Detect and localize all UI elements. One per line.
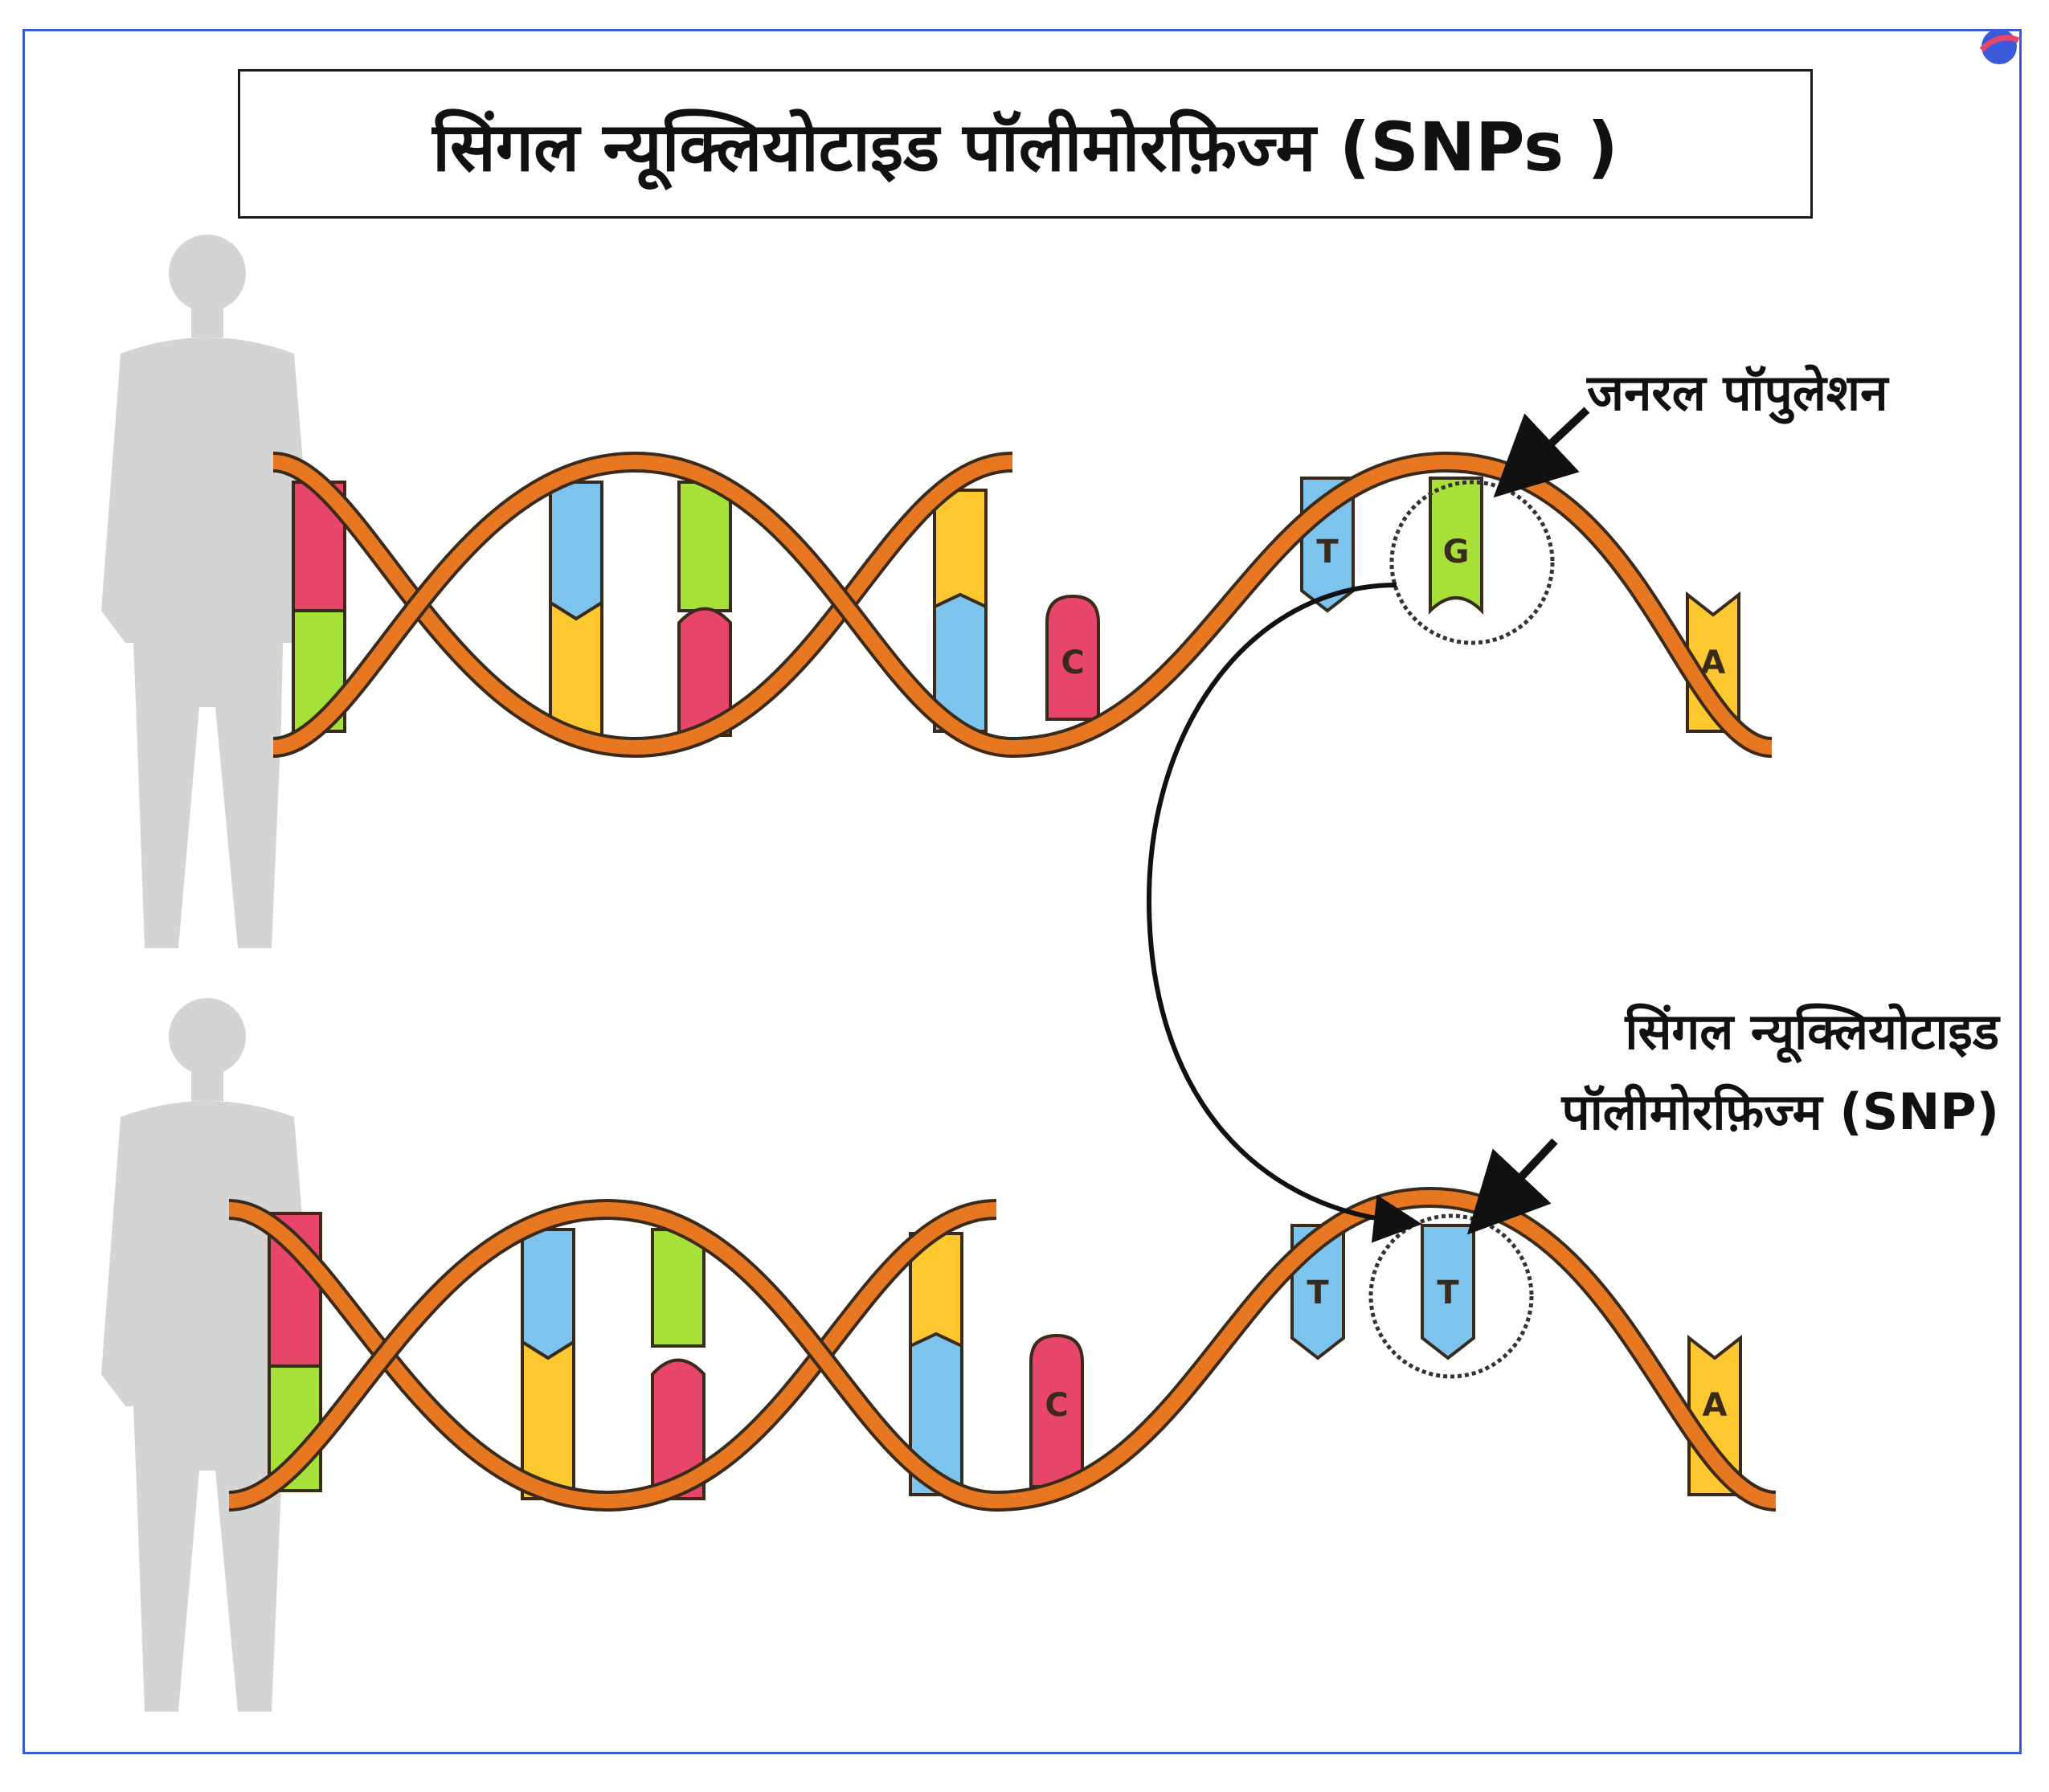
base-pair-4 (909, 1232, 963, 1496)
label-snp-line1: सिंगल न्यूक्लियोटाइड (1625, 1002, 1999, 1061)
base-pair-4 (933, 489, 988, 733)
human-silhouette-top (101, 235, 315, 948)
base-label: T (1307, 1274, 1329, 1311)
dna-strand (272, 455, 1013, 755)
base-label: T (1316, 534, 1339, 571)
base-c-bottom: C (1029, 1333, 1084, 1488)
human-silhouette-bottom (101, 998, 315, 1712)
base-label: A (1703, 1387, 1728, 1424)
dna-strand (272, 451, 1773, 759)
base-g-top: G (1429, 477, 1483, 615)
base-pair-3 (677, 481, 732, 737)
base-pair-2 (549, 481, 603, 737)
base-pair-2 (521, 1228, 575, 1500)
base-label: G (1443, 534, 1470, 571)
label-snp-line2: पॉलीमोरफ़िज्म (SNP) (1561, 1082, 2000, 1141)
base-pair-3 (651, 1228, 705, 1500)
base-label: T (1437, 1274, 1459, 1311)
dna-strand (272, 452, 1013, 759)
border-frame (22, 29, 2022, 1754)
snp-highlight-circle (1368, 1213, 1534, 1379)
dna-strand (228, 1189, 1777, 1509)
dna-strand (228, 1202, 997, 1509)
base-t-bottom-2: T (1421, 1224, 1475, 1360)
label-general-population: जनरल पॉपुलेशन (1587, 363, 1888, 422)
pointer-arrow-general (1493, 407, 1590, 498)
title-box: सिंगल न्यूक्लियोटाइड पॉलीमोरफ़िज्म (SNPs… (238, 69, 1813, 219)
brand-logo-icon (1979, 29, 2020, 64)
dna-helix-top: C T G A (272, 451, 1773, 759)
dna-strand (272, 454, 1773, 755)
dna-strand (228, 1199, 997, 1512)
pointer-arrow-snp (1466, 1138, 1558, 1235)
page-title: सिंगल न्यूक्लियोटाइड पॉलीमोरफ़िज्म (SNPs… (432, 107, 1618, 186)
snp-change-arrow (1146, 583, 1422, 1243)
base-label: C (1061, 644, 1084, 681)
base-c-top: C (1045, 594, 1100, 721)
dna-helix-bottom: C T T A (228, 1186, 1777, 1512)
base-label: C (1045, 1387, 1068, 1424)
snp-highlight-circle (1389, 480, 1555, 645)
